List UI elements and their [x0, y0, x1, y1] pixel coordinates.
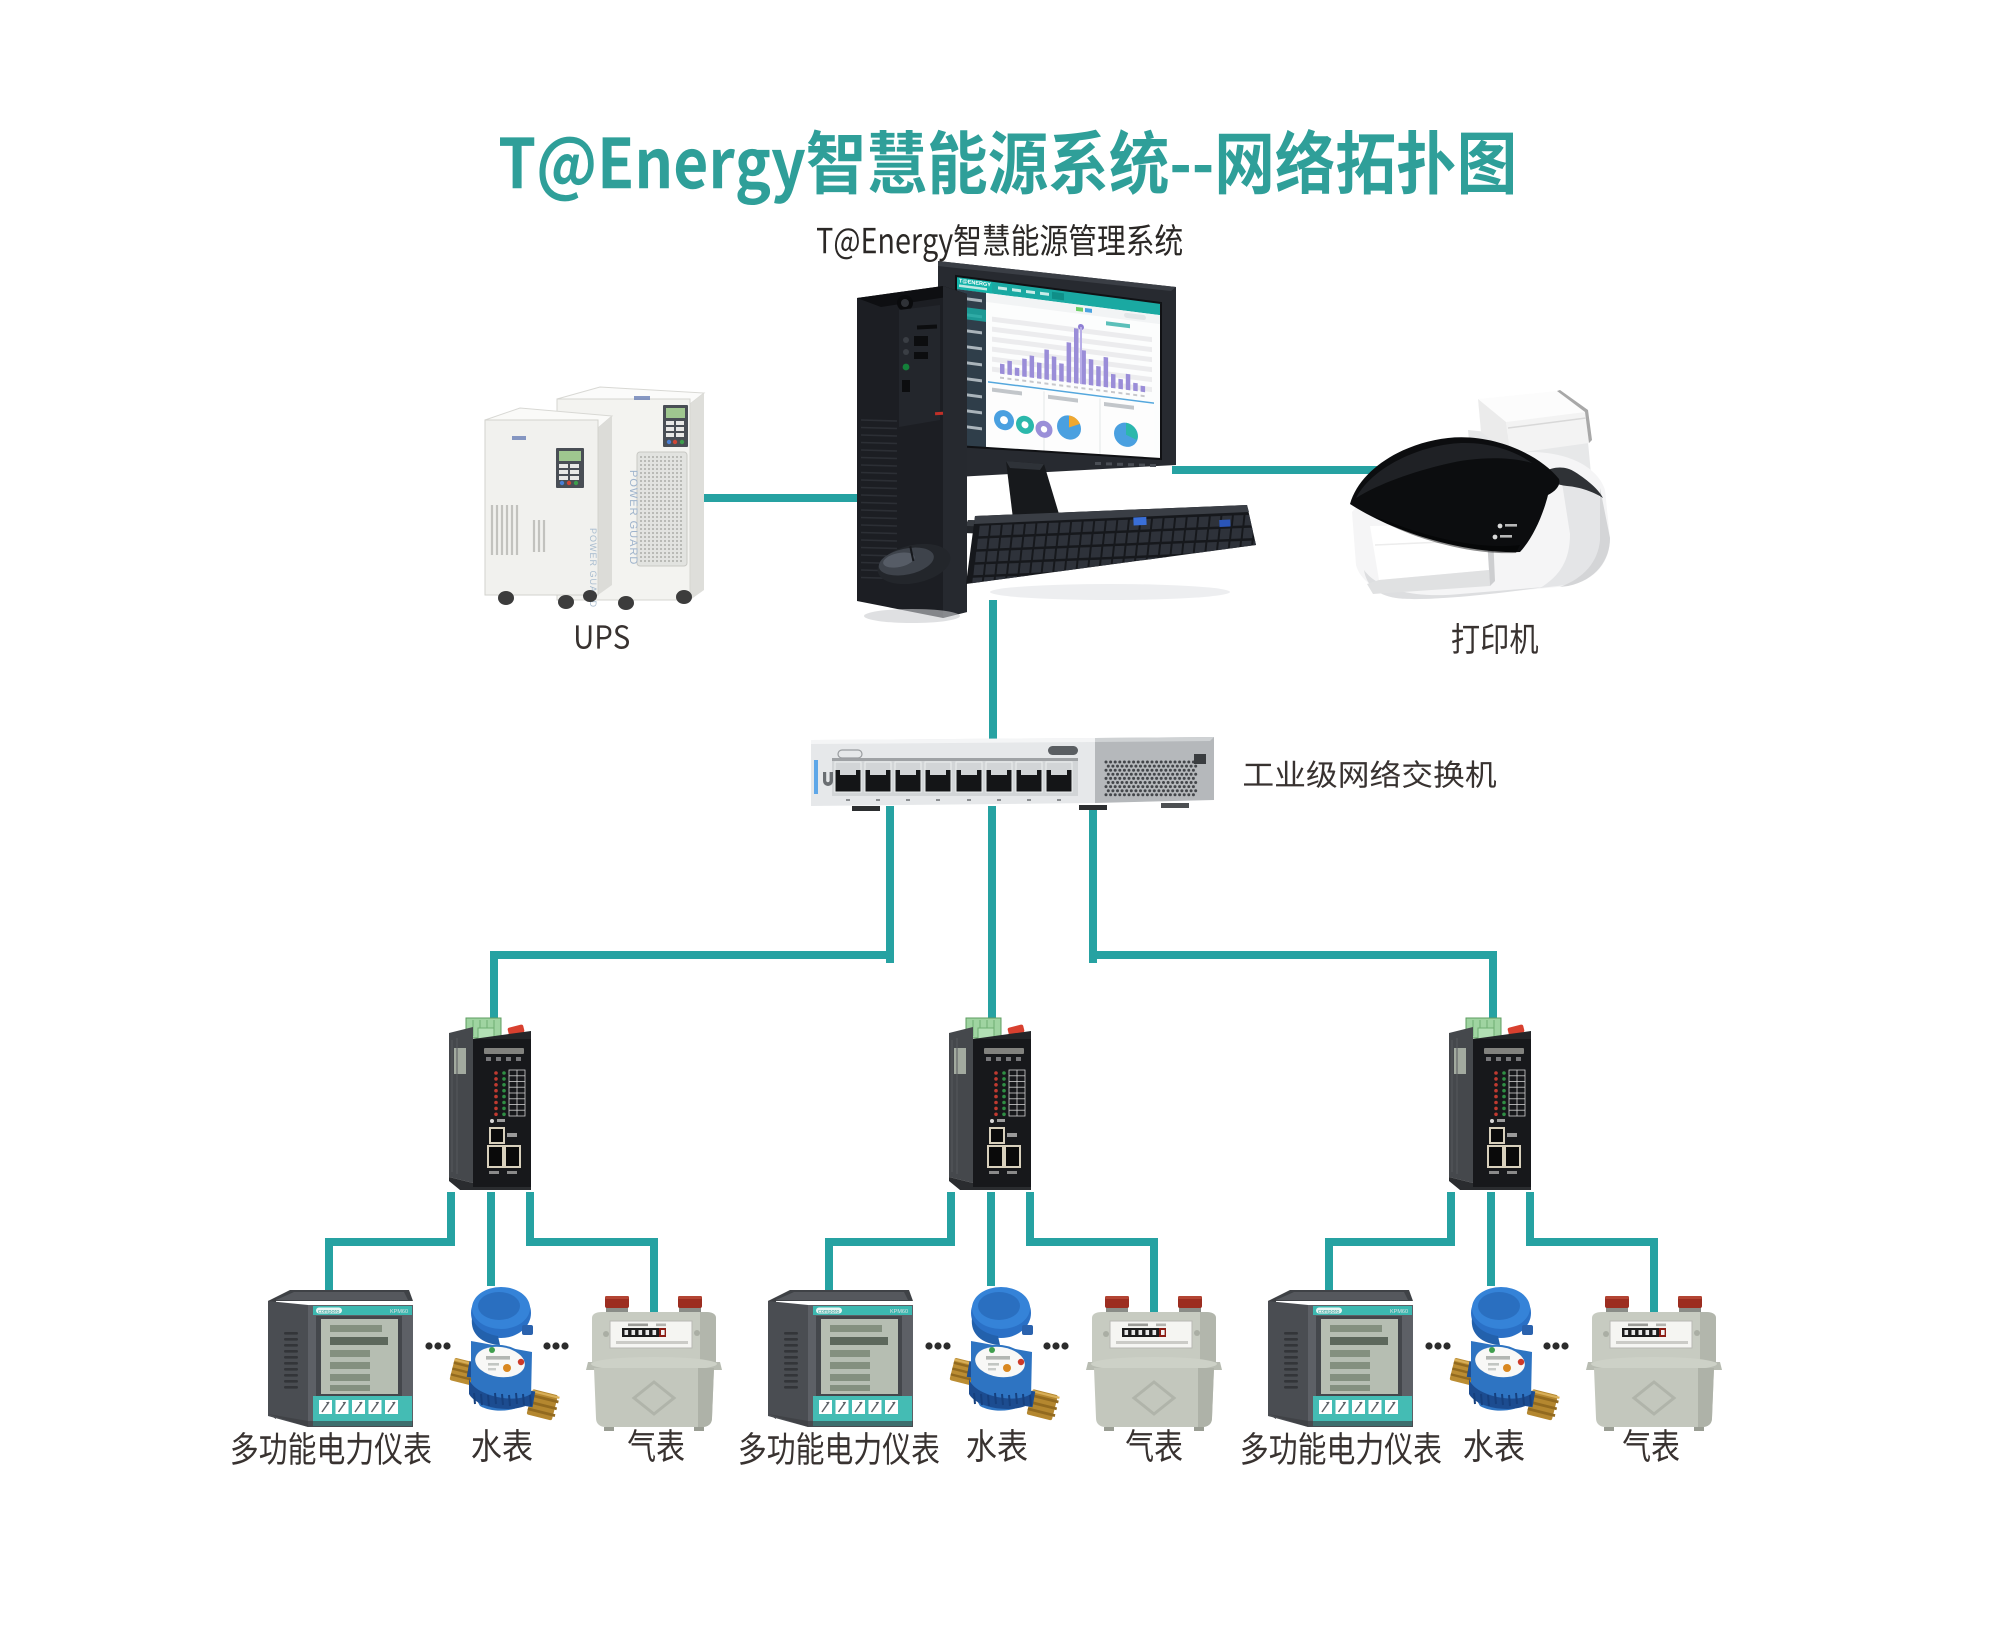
svg-text:KPM60: KPM60: [390, 1309, 408, 1315]
svg-text:T@ENERGY: T@ENERGY: [959, 278, 991, 288]
svg-text:comporo: comporo: [318, 1309, 339, 1315]
svg-text:POWER GUARD: POWER GUARD: [627, 470, 639, 565]
svg-text:POWER GUARD: POWER GUARD: [588, 528, 598, 608]
